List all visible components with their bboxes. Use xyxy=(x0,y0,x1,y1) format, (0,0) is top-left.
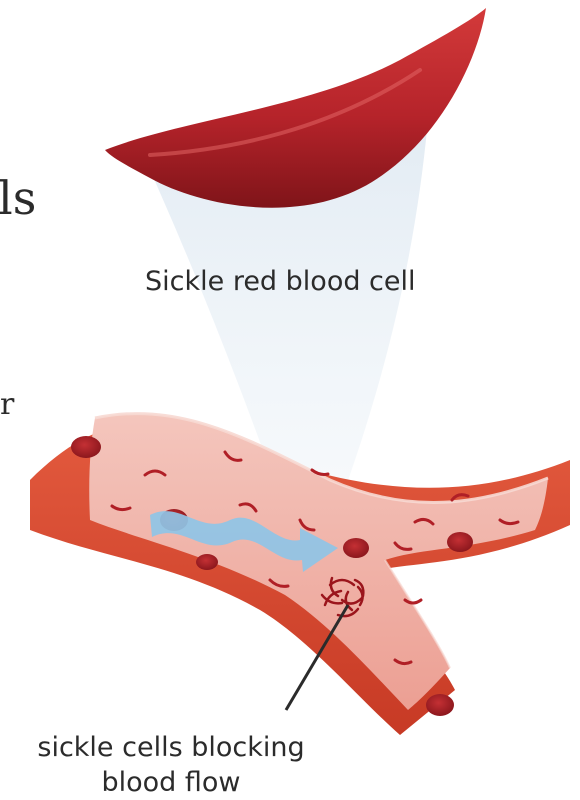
red-blood-cell xyxy=(196,554,218,570)
red-blood-cell xyxy=(447,532,473,552)
sickle-cell-label: Sickle red blood cell xyxy=(145,266,416,297)
red-blood-cell xyxy=(426,694,454,716)
cropped-text-fragment-bottom: r xyxy=(0,387,15,422)
red-blood-cell xyxy=(343,538,369,558)
red-blood-cell xyxy=(71,436,101,458)
sickle-cell-illustration xyxy=(105,8,486,208)
cropped-text-fragment-top: ls xyxy=(0,171,36,225)
blocking-label-line2: blood flow xyxy=(101,767,240,798)
blocking-label-line1: sickle cells blocking xyxy=(37,732,304,763)
